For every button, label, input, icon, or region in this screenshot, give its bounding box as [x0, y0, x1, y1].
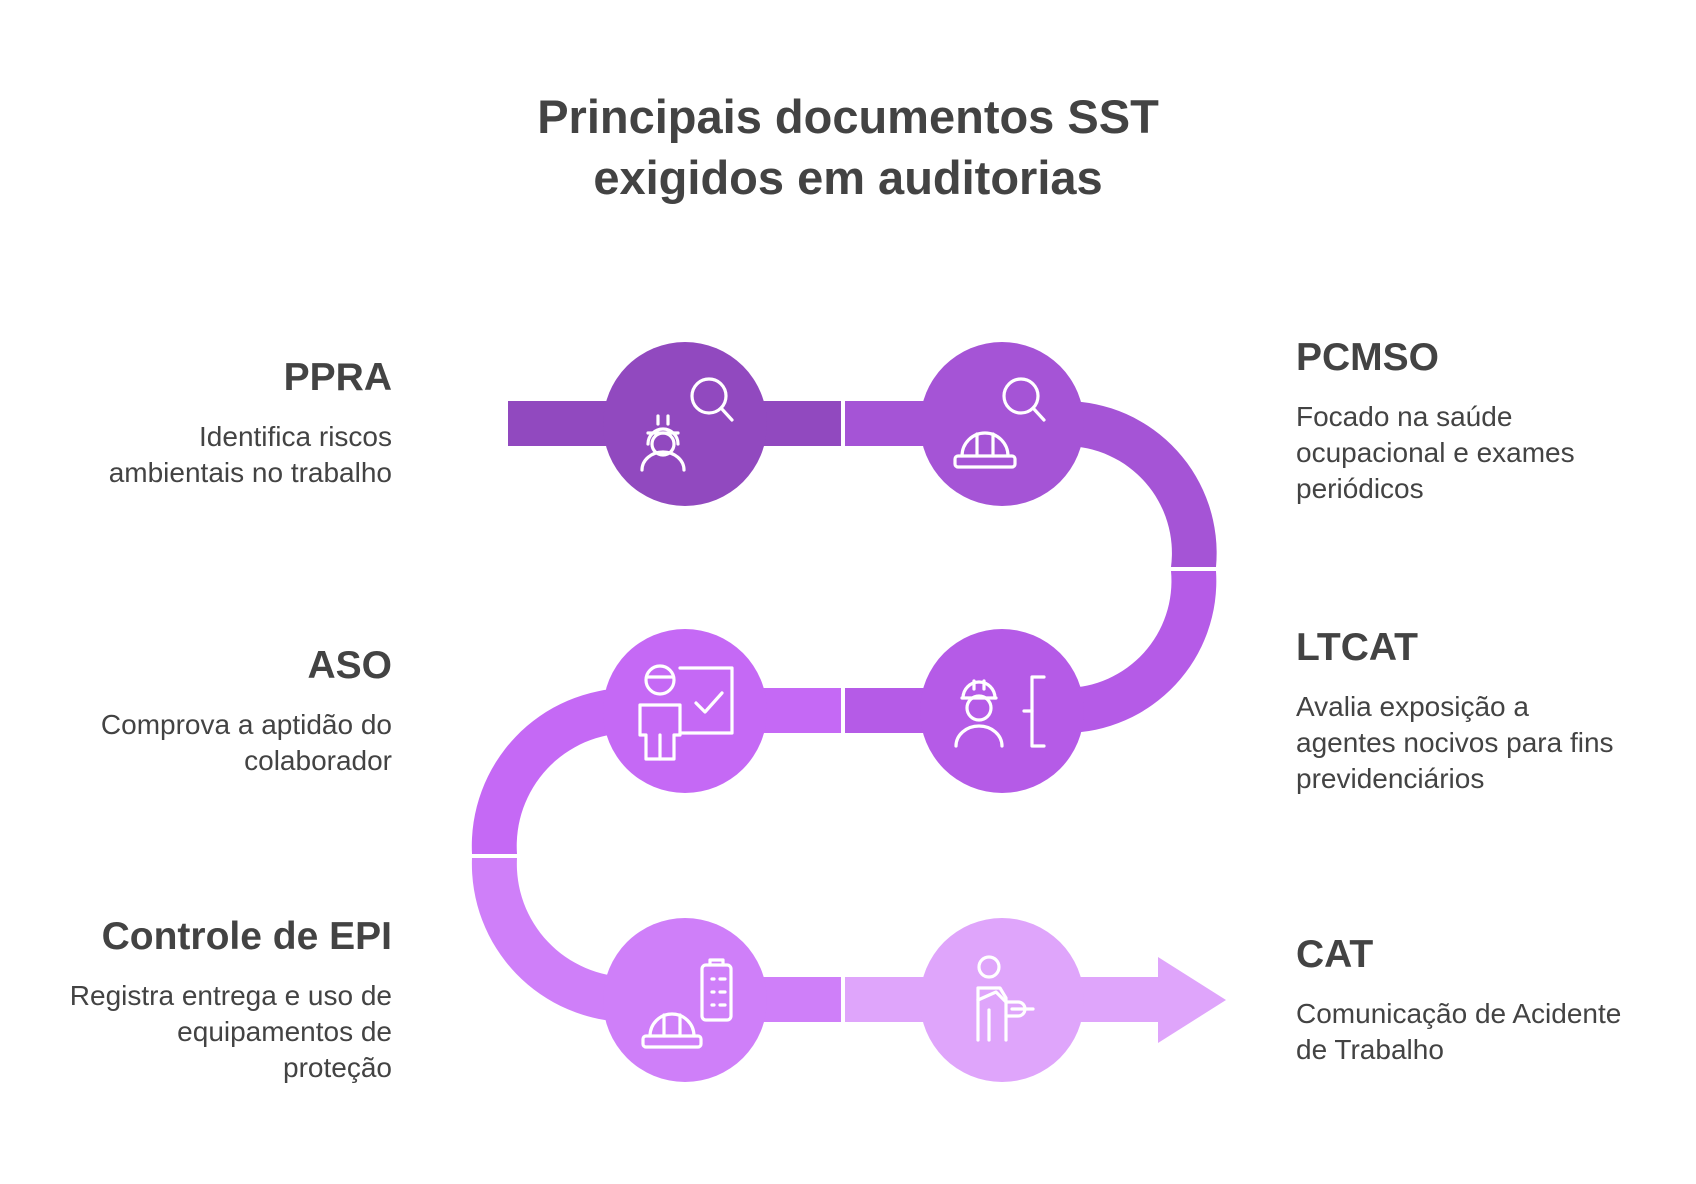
step-aso-desc: Comprova a aptidão do colaborador [32, 707, 392, 779]
title-line-1: Principais documentos SST [537, 90, 1159, 143]
step-pcmso: PCMSO Focado na saúde ocupacional e exam… [1296, 335, 1676, 507]
path-curve-lower-right [1065, 571, 1217, 733]
step-epi-desc: Registra entrega e uso de equipamentos d… [0, 978, 392, 1086]
step-epi-desc-line: Registra entrega e uso de [69, 980, 392, 1011]
step-aso-desc-line: Comprova a aptidão do [100, 709, 392, 740]
step-ppra-desc: Identifica riscos ambientais no trabalho [32, 419, 392, 491]
title-line-2: exigidos em auditorias [593, 151, 1103, 204]
worker-checkboard-icon [638, 664, 734, 761]
step-pcmso-title: PCMSO [1296, 336, 1440, 379]
step-circle-epi [603, 918, 767, 1082]
step-ltcat-title: LTCAT [1296, 626, 1419, 669]
step-circle-ltcat [920, 629, 1084, 793]
path-arrowhead [1158, 957, 1226, 1043]
hardhat-search-icon [953, 377, 1046, 469]
step-circle-pcmso [920, 342, 1084, 506]
step-aso-title: ASO [307, 644, 392, 687]
step-epi-desc-line: proteção [283, 1052, 392, 1083]
step-circle-aso [603, 629, 767, 793]
step-aso-desc-line: colaborador [244, 745, 392, 776]
path-curve-lower-left [471, 858, 630, 1023]
step-cat-desc: Comunicação de Acidente de Trabalho [1296, 996, 1676, 1068]
step-cat-desc-line: Comunicação de Acidente [1296, 998, 1622, 1029]
step-cat-title: CAT [1296, 933, 1374, 976]
step-circle-ppra [603, 342, 767, 506]
step-ltcat: LTCAT Avalia exposição a agentes nocivos… [1296, 625, 1676, 797]
step-ppra-desc-line: ambientais no trabalho [108, 457, 392, 488]
step-aso: ASO Comprova a aptidão do colaborador [32, 643, 392, 779]
worker-bracket-icon [954, 675, 1046, 748]
step-ppra-title: PPRA [283, 356, 392, 399]
step-cat: CAT Comunicação de Acidente de Trabalho [1296, 932, 1676, 1068]
step-pcmso-desc-line: periódicos [1296, 473, 1424, 504]
path-curve-upper-right [1065, 401, 1217, 567]
diagram-title: Principais documentos SST exigidos em au… [0, 86, 1696, 208]
step-ltcat-desc-line: Avalia exposição a [1296, 691, 1529, 722]
injured-worker-icon [976, 955, 1035, 1042]
step-ppra-desc-line: Identifica riscos [199, 421, 392, 452]
step-cat-desc-line: de Trabalho [1296, 1034, 1444, 1065]
step-ppra: PPRA Identifica riscos ambientais no tra… [32, 355, 392, 491]
step-epi-desc-line: equipamentos de [177, 1016, 392, 1047]
step-epi: Controle de EPI Registra entrega e uso d… [0, 914, 392, 1086]
worker-search-icon [640, 377, 734, 472]
hardhat-clipboard-icon [641, 958, 733, 1049]
step-pcmso-desc-line: ocupacional e exames [1296, 437, 1575, 468]
path-curve-upper-left [471, 687, 630, 854]
step-ltcat-desc: Avalia exposição a agentes nocivos para … [1296, 689, 1676, 797]
step-epi-title: Controle de EPI [101, 915, 392, 958]
step-pcmso-desc-line: Focado na saúde [1296, 401, 1513, 432]
step-ltcat-desc-line: agentes nocivos para fins [1296, 727, 1614, 758]
step-ltcat-desc-line: previdenciários [1296, 763, 1485, 794]
step-pcmso-desc: Focado na saúde ocupacional e exames per… [1296, 399, 1676, 507]
